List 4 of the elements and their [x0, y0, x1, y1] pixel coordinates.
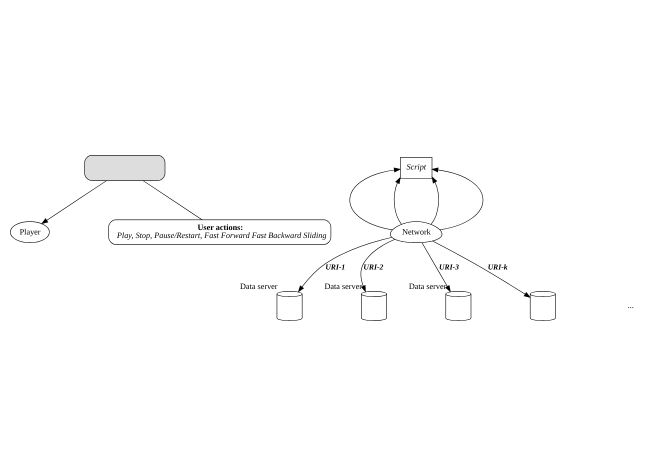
node-label: Data server	[324, 282, 362, 292]
node-label: Data server	[240, 282, 278, 292]
label: ...	[628, 301, 634, 310]
node-label: Data server	[408, 282, 446, 292]
